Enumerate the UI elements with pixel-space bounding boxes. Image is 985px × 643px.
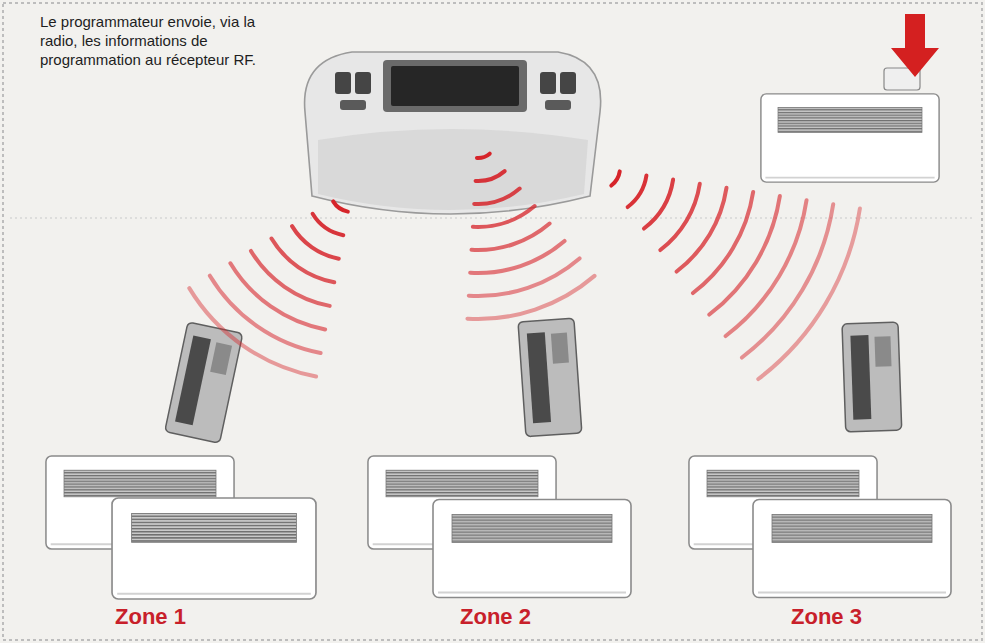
rf-receiver [842, 322, 902, 432]
zone-label: Zone 1 [115, 604, 186, 630]
radiator [433, 500, 631, 598]
radio-wave [660, 184, 699, 250]
radio-wave [472, 224, 550, 250]
radio-wave [476, 171, 505, 181]
radio-wave [333, 201, 348, 211]
radio-wave [473, 206, 535, 227]
button [545, 100, 571, 110]
page-border [3, 3, 982, 640]
programmer-body [305, 52, 601, 214]
radio-wave [644, 180, 673, 229]
radiator [753, 500, 951, 598]
zone-label: Zone 3 [791, 604, 862, 630]
button [540, 72, 556, 94]
button [335, 72, 351, 94]
radio-wave [313, 214, 344, 235]
radio-wave [469, 258, 580, 296]
zone-label: Zone 2 [460, 604, 531, 630]
button [560, 72, 576, 94]
radio-wave [742, 204, 833, 357]
radio-wave [677, 188, 727, 272]
radiator [761, 94, 939, 182]
radio-wave [189, 288, 316, 376]
radio-wave [470, 241, 564, 273]
programmer [305, 52, 601, 214]
radio-wave [210, 276, 321, 353]
button [355, 72, 371, 94]
button [340, 100, 366, 110]
radio-wave [292, 226, 339, 259]
radiator [112, 498, 316, 599]
radio-wave [272, 239, 335, 283]
radio-wave [628, 175, 647, 207]
rf-receiver [518, 318, 582, 437]
radio-wave [467, 276, 594, 319]
programmer-base [318, 129, 588, 210]
note-text: Le programmateur envoie, via la radio, l… [40, 12, 295, 69]
radio-wave [251, 251, 330, 306]
screen [391, 66, 519, 106]
rf-receiver [165, 322, 243, 443]
radio-wave [230, 263, 325, 329]
radio-wave [611, 171, 619, 185]
radio-wave [477, 154, 490, 158]
radio-wave [726, 200, 807, 336]
radio-wave [709, 196, 780, 314]
radio-wave [474, 189, 519, 204]
red-arrow [891, 14, 939, 77]
screen-frame [383, 60, 527, 112]
radio-wave [758, 208, 860, 379]
